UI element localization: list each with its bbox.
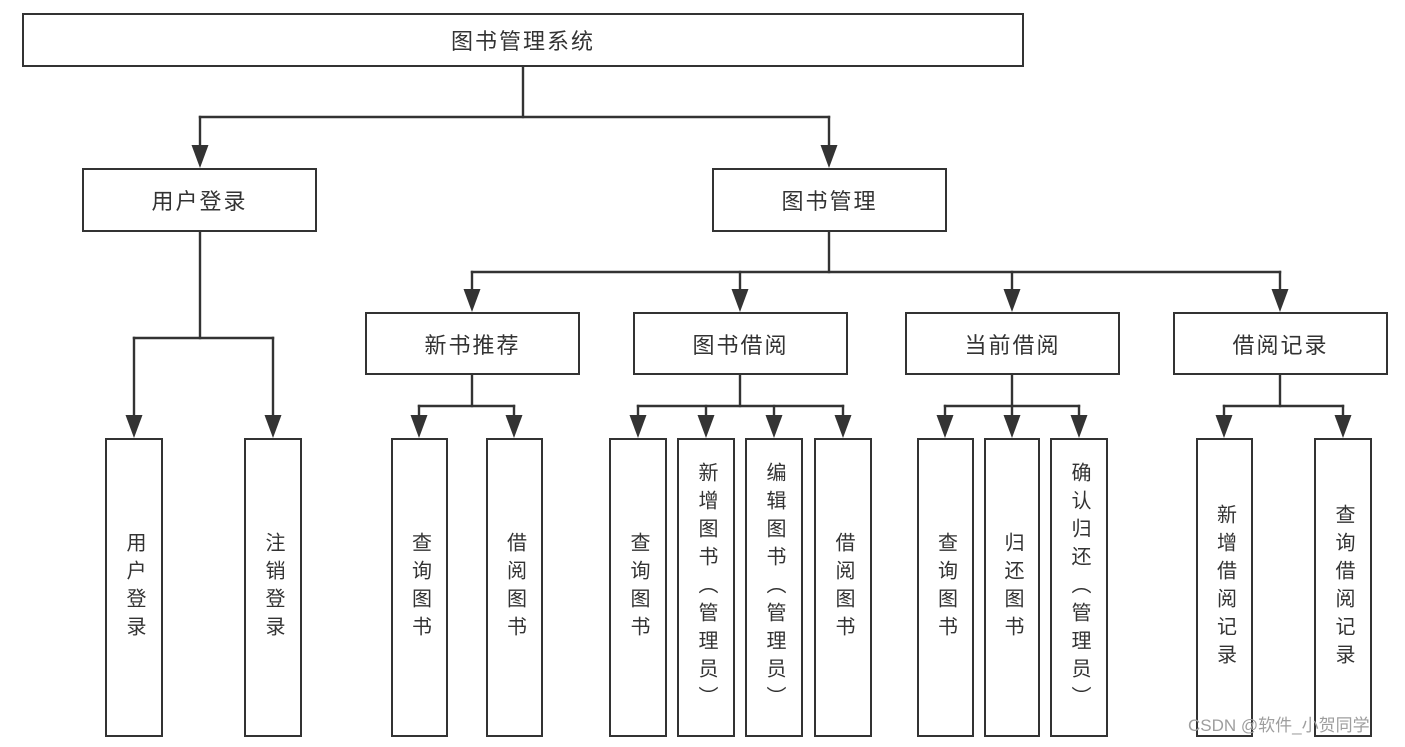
node-label: 编辑图书（管理员） <box>763 461 785 714</box>
node-add-borrow-record: 新增借阅记录 <box>1196 438 1253 737</box>
node-label: 用户登录 <box>151 189 248 214</box>
node-return-books: 归还图书 <box>984 438 1040 737</box>
node-label: 查询图书 <box>408 531 431 644</box>
connector <box>463 230 1289 312</box>
node-label: 新增图书（管理员） <box>695 461 717 714</box>
node-borrow-books: 借阅图书 <box>486 438 543 737</box>
node-label: 查询图书 <box>934 531 957 644</box>
node-label: 图书借阅 <box>692 332 789 358</box>
node-user-login-leaf: 用户登录 <box>105 438 163 737</box>
node-edit-book-admin: 编辑图书（管理员） <box>745 438 803 737</box>
node-label: 查询借阅记录 <box>1332 503 1354 672</box>
node-label: 借阅图书 <box>832 531 854 644</box>
node-label: 新增借阅记录 <box>1213 503 1236 672</box>
node-label: 用户登录 <box>123 531 145 644</box>
connector <box>410 373 523 438</box>
node-borrowing-records: 借阅记录 <box>1173 312 1388 375</box>
node-new-book-recommend: 新书推荐 <box>365 312 580 375</box>
watermark: CSDN @软件_小贺同学 <box>1188 716 1370 735</box>
node-label: 借阅记录 <box>1232 332 1329 358</box>
connector <box>629 373 852 438</box>
node-label: 新书推荐 <box>424 332 521 358</box>
node-label: 借阅图书 <box>503 531 526 644</box>
connector <box>191 65 838 168</box>
node-label: 注销登录 <box>262 531 284 644</box>
node-add-book-admin: 新增图书（管理员） <box>677 438 735 737</box>
connector <box>1215 373 1352 438</box>
connector <box>125 230 282 438</box>
node-query-borrow-record: 查询借阅记录 <box>1314 438 1372 737</box>
node-book-borrowing: 图书借阅 <box>633 312 848 375</box>
node-query-books: 查询图书 <box>391 438 448 737</box>
node-book-management: 图书管理 <box>712 168 947 232</box>
node-label: 图书管理 <box>781 189 878 214</box>
node-query-books: 查询图书 <box>917 438 974 737</box>
node-user-login: 用户登录 <box>82 168 317 232</box>
node-label: 归还图书 <box>1001 531 1023 644</box>
node-logout: 注销登录 <box>244 438 302 737</box>
node-current-borrowing: 当前借阅 <box>905 312 1120 375</box>
node-confirm-return-admin: 确认归还（管理员） <box>1050 438 1108 737</box>
connector <box>936 373 1088 438</box>
node-label: 图书管理系统 <box>450 29 595 54</box>
node-label: 确认归还（管理员） <box>1068 461 1090 714</box>
node-query-books: 查询图书 <box>609 438 667 737</box>
node-root: 图书管理系统 <box>22 13 1024 67</box>
node-label: 查询图书 <box>627 531 649 644</box>
node-borrow-books: 借阅图书 <box>814 438 872 737</box>
node-label: 当前借阅 <box>964 332 1061 358</box>
